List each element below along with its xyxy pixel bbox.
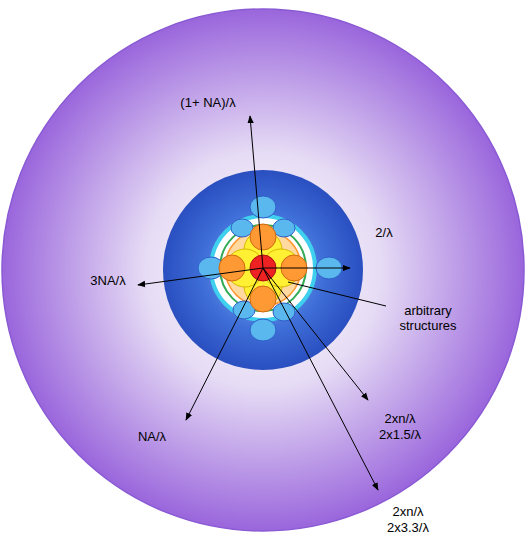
frequency-label: 2x1.5/λ (379, 427, 421, 442)
frequency-label: NA/λ (138, 429, 166, 444)
frequency-label: 3NA/λ (90, 273, 125, 288)
outer-circle (2, 9, 524, 531)
radius-arrows (138, 116, 386, 490)
frequency-label: 2xn/λ (384, 411, 415, 426)
frequency-label: arbitrary structures (391, 303, 465, 333)
frequency-label: (1+ NA)/λ (180, 95, 235, 110)
frequency-label: 2/λ (375, 225, 392, 240)
frequency-label: 2x3.3/λ (387, 520, 429, 535)
frequency-label: 2xn/λ (392, 504, 423, 519)
inner-circle (163, 170, 363, 370)
